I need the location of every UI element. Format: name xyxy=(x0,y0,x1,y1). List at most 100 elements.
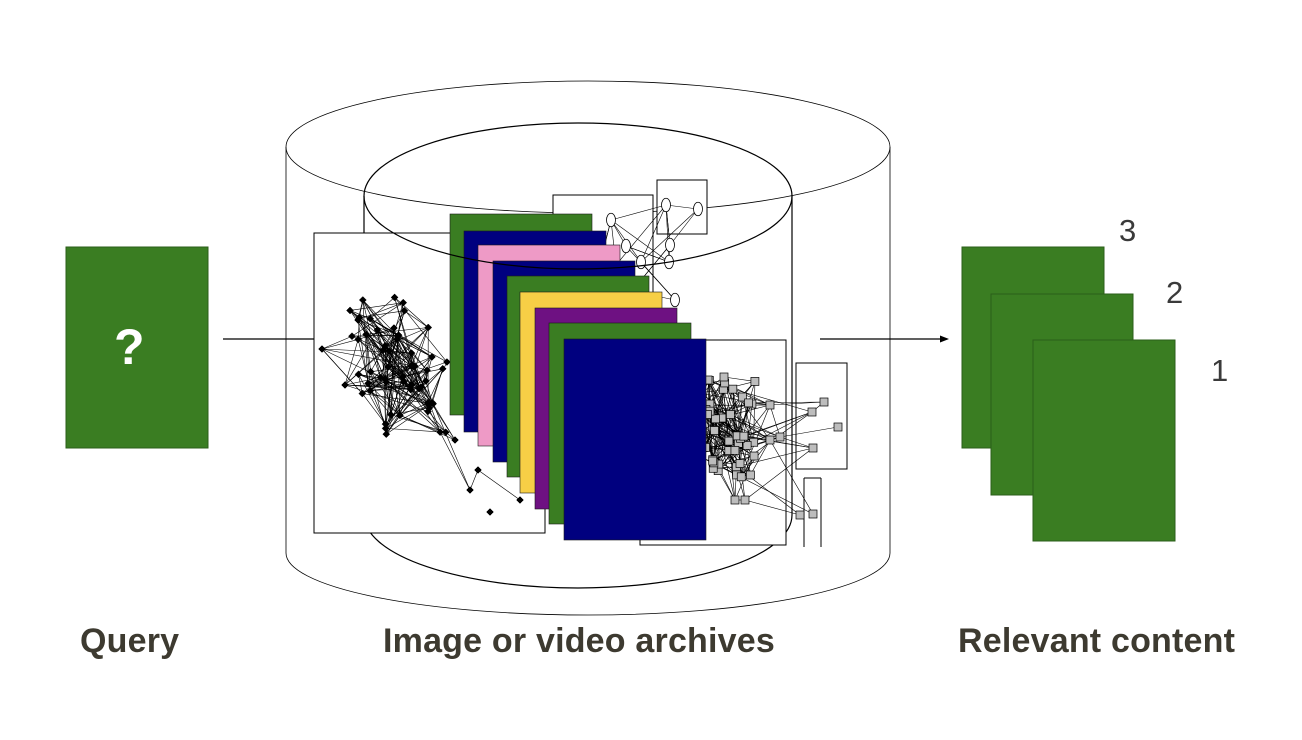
network-node xyxy=(636,254,646,270)
network-node xyxy=(346,306,354,315)
network-node xyxy=(436,428,444,437)
network-edge xyxy=(362,299,416,367)
network-edge xyxy=(367,327,429,384)
network-edge xyxy=(370,384,412,391)
network-edge xyxy=(615,204,667,266)
network-node xyxy=(719,372,729,382)
network-edge xyxy=(404,310,429,328)
network-node xyxy=(318,345,326,353)
network-edge xyxy=(344,339,359,386)
network-node xyxy=(382,378,391,387)
network-node xyxy=(348,332,356,341)
network-edge xyxy=(744,447,814,501)
network-node xyxy=(417,383,425,392)
network-node xyxy=(382,430,391,439)
results-caption: Relevant content xyxy=(958,622,1236,660)
query-caption: Query xyxy=(80,622,180,660)
network-edge xyxy=(669,208,699,246)
network-node xyxy=(366,314,375,323)
network-edge xyxy=(365,334,387,383)
network-edge xyxy=(385,366,414,435)
network-node xyxy=(428,398,437,407)
network-node xyxy=(738,392,747,402)
network-node xyxy=(425,403,434,412)
network-edge xyxy=(365,334,404,383)
network-edge xyxy=(640,204,667,263)
network-edge xyxy=(390,377,403,415)
network-edge xyxy=(420,387,456,441)
network-node xyxy=(376,373,385,382)
network-edge xyxy=(399,368,443,416)
network-edge xyxy=(730,414,781,438)
network-node xyxy=(379,346,388,354)
network-edge xyxy=(746,445,751,476)
network-edge xyxy=(748,401,825,404)
result-rank-3: 3 xyxy=(1119,213,1137,248)
network-node xyxy=(354,370,363,379)
network-edge xyxy=(779,426,839,438)
network-node xyxy=(710,426,719,435)
network-edge xyxy=(359,317,381,378)
network-node xyxy=(833,422,843,432)
network-node xyxy=(393,335,402,343)
network-node xyxy=(730,446,740,455)
network-edge xyxy=(344,384,429,412)
network-edge xyxy=(640,208,699,263)
result-rank-1: 1 xyxy=(1211,353,1229,388)
network-edge xyxy=(344,384,422,388)
network-edge xyxy=(386,382,441,433)
network-edge xyxy=(357,302,404,321)
network-edge xyxy=(718,418,721,465)
network-edge xyxy=(432,403,471,491)
network-edge xyxy=(736,447,814,468)
network-edge xyxy=(377,329,398,340)
network-edge xyxy=(385,384,412,429)
network-edge xyxy=(439,432,471,491)
network-edge xyxy=(321,335,353,350)
network-edge xyxy=(321,348,363,394)
network-node xyxy=(354,335,362,344)
network-node xyxy=(390,324,398,332)
network-edge xyxy=(610,204,667,221)
network-edge xyxy=(362,299,369,384)
network-node xyxy=(486,508,494,516)
network-edge xyxy=(721,417,746,501)
network-edge xyxy=(358,374,386,425)
network-edge xyxy=(380,350,390,378)
network-edge xyxy=(769,439,814,515)
image-stack xyxy=(449,213,707,541)
network-node xyxy=(422,377,430,385)
network-node xyxy=(606,212,616,228)
network-edge xyxy=(399,402,428,416)
archive-inner-cylinder xyxy=(363,196,793,589)
network-edge xyxy=(388,350,422,388)
network-edge xyxy=(367,383,401,416)
network-node xyxy=(396,411,404,420)
network-node xyxy=(516,496,524,504)
network-node xyxy=(443,358,451,366)
network-edge xyxy=(700,393,771,406)
network-node xyxy=(451,436,459,444)
network-edge xyxy=(377,329,411,390)
network-node xyxy=(362,330,370,339)
network-node xyxy=(466,486,474,494)
result-document-1 xyxy=(1032,339,1176,542)
network-node xyxy=(428,353,436,361)
network-edge xyxy=(477,469,521,501)
network-node xyxy=(765,435,775,445)
network-edge xyxy=(370,390,391,415)
network-node xyxy=(739,431,749,441)
network-node xyxy=(364,379,372,388)
stack-image-sheet xyxy=(563,338,707,541)
network-edge xyxy=(321,339,359,350)
network-edge xyxy=(707,414,714,462)
network-node xyxy=(765,400,775,410)
network-node xyxy=(750,377,760,386)
network-edge xyxy=(769,404,781,438)
network-edge xyxy=(723,376,755,382)
network-edge xyxy=(370,310,405,372)
network-node xyxy=(661,197,671,213)
network-node xyxy=(746,470,755,480)
network-node xyxy=(728,384,738,394)
